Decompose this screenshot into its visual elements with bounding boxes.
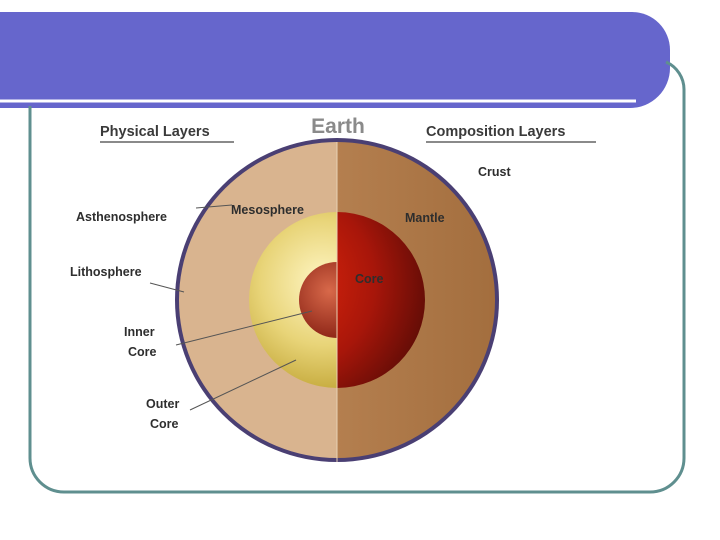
label-mesosphere: Mesosphere — [231, 203, 304, 217]
composition-layers-header: Composition Layers — [426, 124, 565, 140]
title-banner — [0, 12, 670, 108]
label-outer-core-line1: Outer — [146, 397, 179, 411]
label-inner-core-line1: Inner — [124, 325, 155, 339]
earth-diagram — [150, 138, 499, 462]
label-outer-core-line2: Core — [150, 417, 179, 431]
earth-title: Earth — [311, 115, 365, 138]
label-crust: Crust — [478, 165, 511, 179]
label-asthenosphere: Asthenosphere — [76, 210, 167, 224]
label-inner-core-line2: Core — [128, 345, 157, 359]
label-mantle: Mantle — [405, 211, 445, 225]
label-core: Core — [355, 272, 384, 286]
label-lithosphere: Lithosphere — [70, 265, 142, 279]
physical-layers-header: Physical Layers — [100, 124, 210, 140]
